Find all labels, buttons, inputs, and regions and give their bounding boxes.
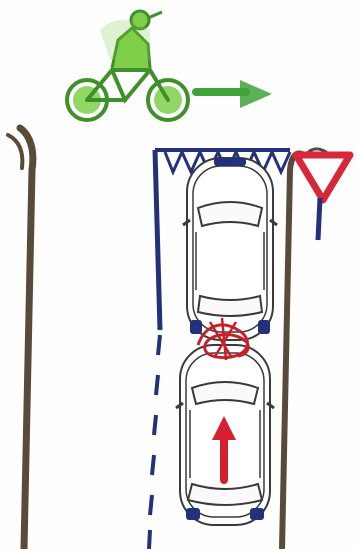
car-icon [183, 158, 277, 340]
